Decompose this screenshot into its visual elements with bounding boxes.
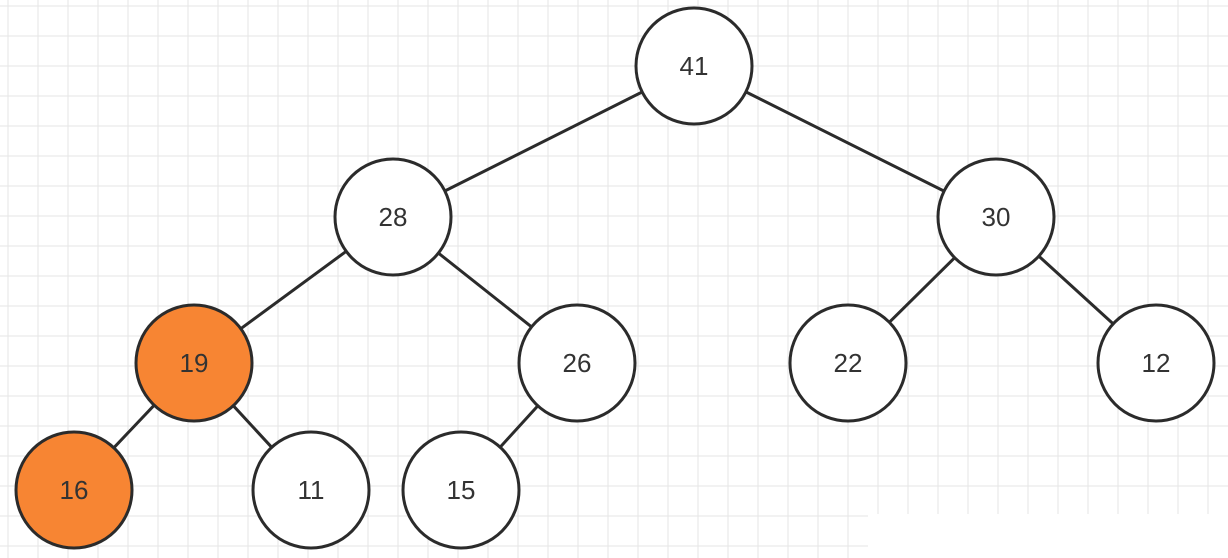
node-circle-highlighted [14,430,134,550]
node-circle [333,157,453,277]
edge-n41-n28 [444,90,643,193]
tree-edges [112,90,1115,449]
edge-n26-n15 [498,404,540,449]
edge-n28-n26 [437,251,533,329]
tree-node-41: 41 [634,6,754,126]
node-label: 19 [180,348,209,378]
node-label: 41 [680,51,709,81]
node-circle [251,430,371,550]
tree-node-26: 26 [517,303,637,423]
tree-node-28: 28 [333,157,453,277]
node-label: 28 [379,202,408,232]
node-circle [634,6,754,126]
tree-node-30: 30 [936,157,1056,277]
tree-node-12: 12 [1096,303,1216,423]
edge-n30-n22 [888,256,956,324]
tree-node-16: 16 [14,430,134,550]
tree-node-19: 19 [134,303,254,423]
tree-node-15: 15 [401,430,521,550]
node-circle [517,303,637,423]
node-label: 12 [1142,348,1171,378]
tree-nodes: 41 28 30 19 26 22 12 16 11 15 [14,6,1216,550]
node-label: 22 [834,348,863,378]
edge-n41-n30 [745,90,945,193]
node-label: 15 [447,475,476,505]
node-circle [788,303,908,423]
edge-n28-n19 [239,250,348,330]
node-circle [1096,303,1216,423]
node-label: 26 [563,348,592,378]
tree-node-22: 22 [788,303,908,423]
node-circle-highlighted [134,303,254,423]
node-label: 11 [298,475,325,505]
node-circle [936,157,1056,277]
edge-n19-n11 [232,404,273,449]
edge-n30-n12 [1037,254,1115,326]
tree-node-11: 11 [251,430,371,550]
grid-blank-corner [868,514,1228,558]
node-circle [401,430,521,550]
edge-n19-n16 [112,404,156,449]
node-label: 30 [982,202,1011,232]
node-label: 16 [60,475,89,505]
